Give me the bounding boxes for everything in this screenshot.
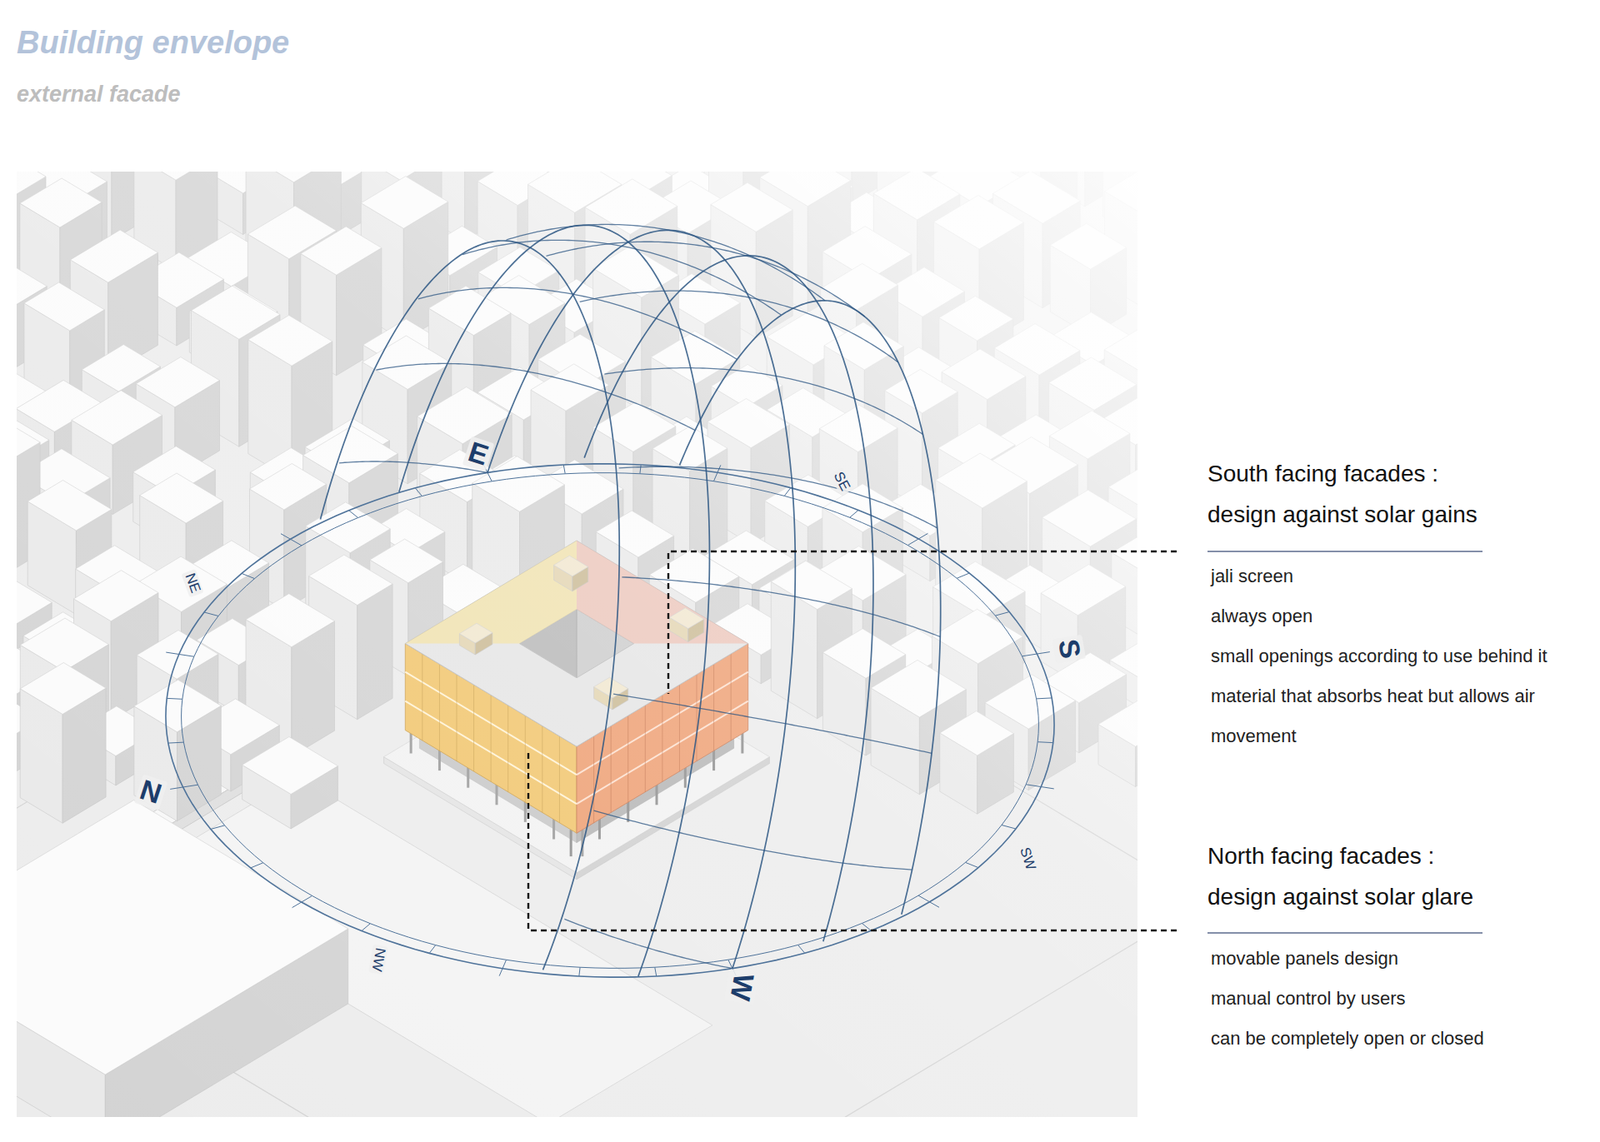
- compass-tick: [655, 967, 657, 977]
- compass-tick: [907, 533, 928, 545]
- compass-tick: [640, 465, 641, 475]
- compass-tick: [1001, 825, 1016, 830]
- compass-tick: [361, 924, 370, 932]
- list-item: small openings according to use behind i…: [1210, 636, 1570, 677]
- compass-label: NW: [368, 945, 389, 976]
- sun-path: [165, 224, 1055, 978]
- hour-line: [506, 224, 825, 300]
- hour-line: [545, 241, 865, 317]
- compass-tick: [168, 742, 185, 745]
- compass-tick: [850, 510, 859, 518]
- hour-line: [619, 466, 938, 529]
- compass-ring: [181, 473, 1040, 970]
- compass-tick: [349, 510, 359, 519]
- diagram-title: Building envelope: [16, 25, 290, 60]
- list-item: can be completely open or closed: [1210, 1019, 1570, 1060]
- compass-tick: [1036, 697, 1053, 700]
- sky-glow: [16, 171, 1138, 1118]
- hour-line: [462, 240, 781, 315]
- compass-tick: [166, 698, 183, 700]
- hour-line: [375, 363, 695, 430]
- compass-ring: [165, 464, 1055, 978]
- hour-line: [621, 577, 940, 638]
- compass-label: SW: [1016, 843, 1040, 875]
- callout-heading: North facing facades : design against so…: [1207, 835, 1495, 918]
- compass-tick: [210, 825, 225, 830]
- list-item: material that absorbs heat but allows ai…: [1210, 676, 1570, 757]
- day-path: [584, 255, 874, 942]
- day-path: [399, 225, 710, 977]
- compass-tick: [280, 534, 302, 546]
- leader-line: [668, 551, 1177, 695]
- compass-tick: [995, 612, 1010, 617]
- compass-tick: [170, 785, 198, 790]
- compass-label: W: [724, 969, 760, 1006]
- compass-tick: [1021, 652, 1050, 657]
- compass-tick: [250, 863, 264, 869]
- compass-tick: [579, 967, 580, 977]
- scene: [16, 171, 1138, 1118]
- compass-label: E: [462, 436, 495, 473]
- compass-tick: [241, 573, 255, 579]
- compass-label: S: [1052, 635, 1086, 664]
- callout-list: jali screenalways opensmall openings acc…: [1210, 556, 1570, 757]
- compass-label: SE: [829, 467, 854, 496]
- callout-heading: South facing facades : design against so…: [1207, 453, 1495, 535]
- compass-tick: [713, 465, 720, 481]
- day-path: [487, 230, 795, 969]
- compass-tick: [429, 945, 436, 955]
- compass-tick: [1025, 785, 1055, 790]
- heading-underline: [1207, 932, 1483, 935]
- heading-underline: [1207, 550, 1483, 553]
- compass-tick: [415, 488, 422, 497]
- day-path: [680, 300, 941, 915]
- hour-line: [564, 919, 732, 969]
- compass-tick: [798, 945, 805, 954]
- compass-label: NE: [180, 569, 204, 598]
- hour-line: [613, 694, 932, 754]
- hour-line: [604, 368, 923, 435]
- compass-tick: [918, 895, 940, 908]
- compass-tick: [965, 862, 978, 868]
- compass-tick: [204, 612, 219, 617]
- compass-tick: [1037, 741, 1054, 744]
- compass-tick: [292, 895, 313, 908]
- day-path: [320, 240, 620, 970]
- leaders: [528, 551, 1483, 934]
- compass-tick: [165, 652, 195, 657]
- list-item: manual control by users: [1210, 979, 1570, 1020]
- compass-tick: [956, 573, 970, 579]
- hour-line: [580, 290, 899, 363]
- compass-tick: [784, 488, 791, 497]
- leader-line: [528, 750, 1177, 931]
- compass-label: N: [134, 774, 168, 810]
- list-item: always open: [1210, 596, 1570, 637]
- hour-line: [594, 810, 913, 870]
- callout-list: movable panels designmanual control by u…: [1210, 939, 1570, 1060]
- city-blocks: [16, 171, 1138, 1118]
- list-item: movable panels design: [1210, 939, 1570, 980]
- subtitle: external facade: [16, 81, 181, 107]
- hour-line: [418, 287, 738, 360]
- ground: [16, 171, 1138, 1118]
- list-item: jali screen: [1210, 556, 1570, 597]
- compass-tick: [499, 960, 506, 976]
- compass-tick: [563, 465, 565, 475]
